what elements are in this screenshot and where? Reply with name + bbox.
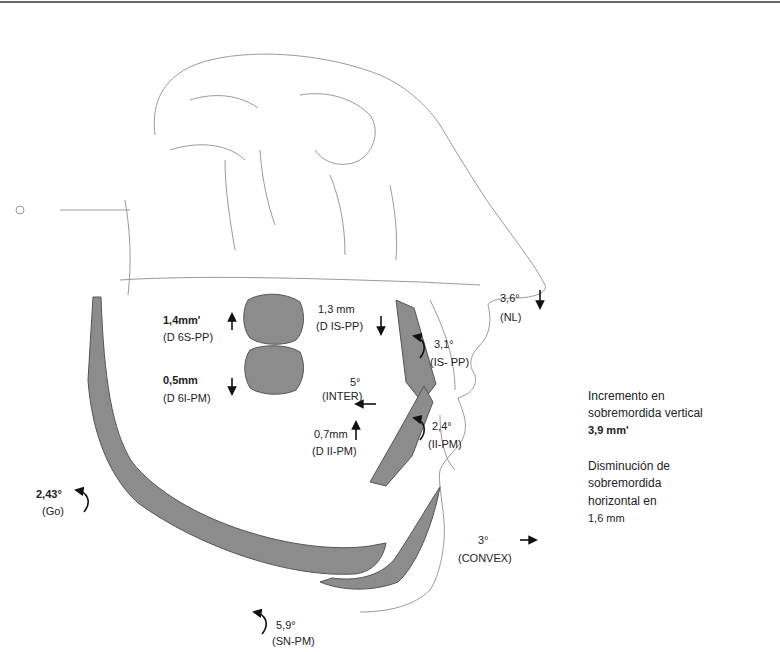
overbite-value: 3,9 mm' xyxy=(588,424,629,438)
distance-value: 1,4mm' xyxy=(163,314,200,328)
mandible xyxy=(88,297,386,574)
angle-value: 5° xyxy=(350,376,361,390)
measure-name: (INTER) xyxy=(322,390,362,404)
overbite-note: Incremento en sobremordida vertical xyxy=(588,388,738,423)
upper-incisor xyxy=(396,300,436,402)
mandible-superimposed xyxy=(320,487,440,589)
angle-value: 3,6° xyxy=(500,292,520,306)
measure-name: (II-PM) xyxy=(428,438,462,452)
measure-name: (D II-PM) xyxy=(312,445,357,459)
angle-value: 3° xyxy=(478,534,489,548)
overjet-value: 1,6 mm xyxy=(588,512,625,526)
measure-name: (NL) xyxy=(500,311,521,325)
measure-name: (Go) xyxy=(42,505,64,519)
distance-value: 0,7mm xyxy=(314,428,348,442)
overjet-note: Disminución de sobremordida horizontal e… xyxy=(588,458,688,510)
angle-value: 5,9° xyxy=(276,619,296,633)
angle-value: 2,43° xyxy=(36,488,62,502)
lower-molar xyxy=(245,346,304,395)
change-arrows xyxy=(76,290,540,634)
measure-name: (CONVEX) xyxy=(458,552,512,566)
angle-value: 2,4° xyxy=(432,420,452,434)
upper-molar xyxy=(244,294,304,344)
measure-name: (D 6I-PM) xyxy=(163,392,211,406)
face-profile xyxy=(16,54,545,612)
measure-name: (SN-PM) xyxy=(272,635,315,649)
distance-value: 0,5mm xyxy=(163,374,198,388)
distance-value: 1,3 mm xyxy=(318,303,355,317)
measure-name: (D 6S-PP) xyxy=(163,331,213,345)
frame-line xyxy=(0,1,780,3)
angle-value: 3,1° xyxy=(434,338,454,352)
measure-name: (D IS-PP) xyxy=(316,320,363,334)
hard-tissues xyxy=(88,294,440,589)
lower-incisor xyxy=(370,386,433,486)
measure-name: (IS- PP) xyxy=(430,356,469,370)
